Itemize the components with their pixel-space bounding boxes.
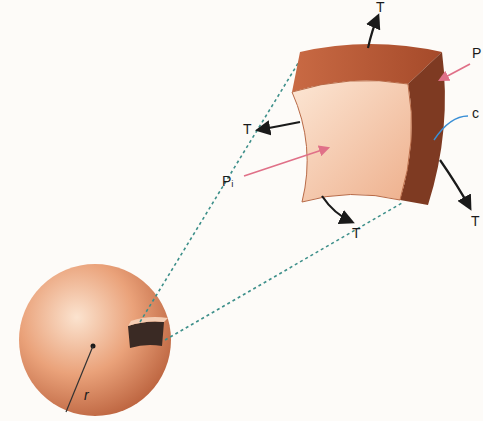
projection-line <box>140 52 305 322</box>
tension-arrow <box>368 16 378 48</box>
tension-arrow <box>322 196 352 222</box>
pressure-label: Pᵢ <box>222 174 234 188</box>
projection-line <box>165 203 402 340</box>
tension-arrow <box>440 160 470 208</box>
tension-arrow <box>258 122 300 130</box>
pressure-arrow <box>440 64 470 80</box>
radius-label: r <box>84 388 89 402</box>
pressure-label: P <box>472 46 481 60</box>
pressure-arrow <box>244 148 328 176</box>
leader-line <box>434 116 468 140</box>
tension-label: T <box>471 214 480 228</box>
thickness-label: c <box>472 106 479 120</box>
sphere <box>19 264 171 416</box>
shell-inner-face <box>292 80 412 202</box>
tension-label: T <box>376 0 385 14</box>
radius-line <box>66 346 93 412</box>
cutout <box>128 322 164 349</box>
tension-label: T <box>352 226 361 240</box>
tension-label: T <box>243 122 252 136</box>
